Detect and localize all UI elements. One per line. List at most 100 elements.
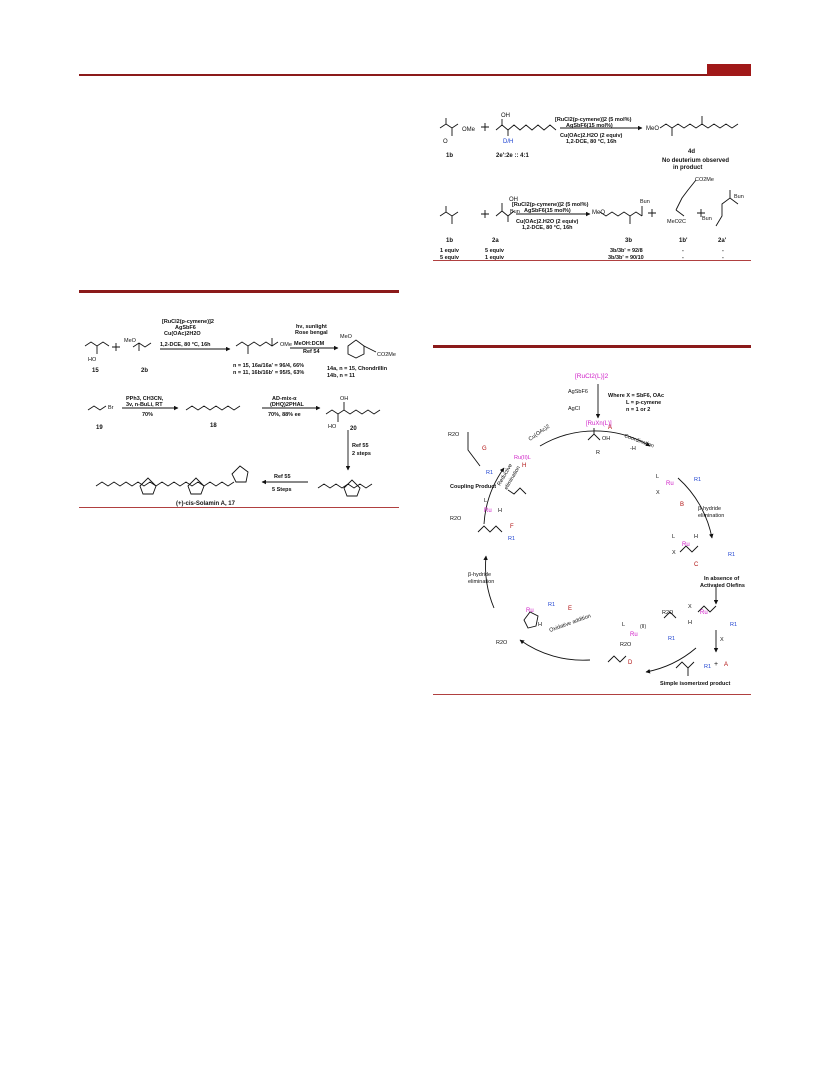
- where-line-2: L = p-cymene: [626, 400, 661, 406]
- meo-label: MeO: [646, 126, 659, 132]
- scheme-left-text: 15 HO MeO 2b [RuCl2(p-cymene)]2 AgSbF6 C…: [88, 319, 396, 507]
- r1-B: R1: [694, 477, 701, 483]
- h-C: H: [694, 534, 698, 540]
- molecule-1b: [439, 118, 459, 136]
- ad-line-2: (DHQ)2PHAL: [270, 402, 305, 408]
- co2me-label: CO2Me: [695, 177, 714, 183]
- note-1: No deuterium observed: [662, 158, 729, 164]
- label-2a: 2a: [492, 238, 499, 244]
- x-branch-2: X: [720, 637, 724, 643]
- ru-H: Ru(II)L: [514, 455, 531, 461]
- bun-label-2a2b: Bun: [702, 216, 712, 222]
- reagent-row2-1: [RuCl2(p-cymene)]2 (5 mol%): [512, 202, 589, 208]
- r2o-F: R2O: [450, 516, 462, 522]
- label-G: G: [482, 446, 487, 452]
- table-r1-b: 5 equiv: [485, 248, 505, 254]
- reagent-2: AgSbF6(15 mol%): [566, 123, 613, 129]
- h-branch: H: [688, 620, 692, 626]
- ref55-b: Ref 55: [274, 474, 291, 480]
- table-r1-c: -: [682, 248, 684, 254]
- agsbf6-label: AgSbF6: [568, 389, 588, 395]
- ho-label-15: HO: [88, 357, 97, 363]
- label-3b: 3b: [625, 238, 632, 244]
- ru-branch: Ru: [700, 610, 708, 616]
- r1-G: R1: [486, 470, 493, 476]
- label-18: 18: [210, 423, 217, 429]
- label-2b: 2b: [141, 368, 148, 374]
- molecule-2e: [495, 119, 557, 136]
- beta1b-label: elimination: [698, 513, 724, 519]
- scheme-top-right-text: OMe O OH D/H [RuCl2(p-cymene)]2 (5 mol%)…: [440, 113, 744, 261]
- label-4d: 4d: [688, 149, 695, 155]
- section-rule-left: [79, 290, 399, 293]
- co2me-label-14: CO2Me: [377, 352, 396, 358]
- table-r2-b: 1 equiv: [485, 255, 505, 261]
- r2o-D: R2O: [620, 642, 632, 648]
- meo2c-label: MeO2C: [667, 219, 686, 225]
- condition-row2-1: Cu(OAc)2.H2O (2 equiv): [516, 219, 579, 225]
- header-rule: [79, 74, 751, 76]
- o-label: O: [443, 139, 448, 145]
- h-E: H: [538, 622, 542, 628]
- condition-2: 1,2-DCE, 80 °C, 16h: [566, 139, 617, 145]
- bun-label-2a: Bun: [510, 209, 520, 215]
- active-catalyst: [RuXn(L)]: [586, 421, 612, 427]
- table-r2-d: -: [722, 255, 724, 261]
- r1-branch: R1: [730, 622, 737, 628]
- molecule-3b: [599, 206, 643, 224]
- x-C: X: [672, 550, 676, 556]
- photo-line-2: Rose bengal: [295, 330, 328, 336]
- r2o-G: R2O: [448, 432, 460, 438]
- label-1b-prime: 1b': [679, 238, 688, 244]
- reagent-row2-2: AgSbF6(15 mol%): [524, 208, 571, 214]
- photo-line-4: Ref 54: [303, 349, 320, 355]
- label-H: H: [522, 463, 526, 469]
- label-E: E: [568, 606, 572, 612]
- dh-label: D/H: [503, 139, 513, 145]
- r1-C: R1: [728, 552, 735, 558]
- coupling-label: Coupling Product: [450, 484, 496, 490]
- oh-label-2a: OH: [509, 197, 518, 203]
- label-A-simple: A: [724, 662, 728, 668]
- ad-line-3: 70%, 88% ee: [268, 412, 301, 418]
- label-2a-prime: 2a': [718, 238, 727, 244]
- label-20: 20: [350, 426, 357, 432]
- r1-simple: R1: [704, 664, 711, 670]
- condition-1: Cu(OAc)2.H2O (2 equiv): [560, 133, 623, 139]
- label-F: F: [510, 524, 514, 530]
- ho-label-20: HO: [328, 424, 337, 430]
- oh-label: OH: [501, 113, 510, 119]
- ru-F: Ru: [484, 508, 492, 514]
- ome-label-16: OMe: [280, 342, 292, 348]
- label-2e: 2e':2e :: 4:1: [496, 153, 529, 159]
- label-C: C: [694, 562, 699, 568]
- molecule-4d: [659, 116, 739, 136]
- cat-line-2: AgSbF6: [175, 325, 196, 331]
- absence-line-2: Activated Olefins: [700, 583, 745, 589]
- r2o-E: R2O: [496, 640, 508, 646]
- label-A: A: [608, 425, 612, 431]
- header-page-tag: [707, 64, 751, 76]
- label-15: 15: [92, 368, 99, 374]
- wittig-yield: 70%: [142, 412, 153, 418]
- table-r1-ratio: 3b/3b' = 92/8: [610, 248, 643, 254]
- label-1b: 1b: [446, 153, 453, 159]
- cat-line-3: Cu(OAc)2H2O: [164, 331, 201, 337]
- r-A: R: [596, 450, 600, 456]
- scheme-top-right: [439, 116, 739, 227]
- l-F: L: [484, 498, 487, 504]
- scheme-left: [84, 338, 381, 497]
- ii-D: (II): [640, 624, 646, 630]
- bun-label-2a2: Bun: [734, 194, 744, 200]
- r1-D: R1: [668, 636, 675, 642]
- meo-label-14: MeO: [340, 334, 353, 340]
- ome-label: OMe: [462, 127, 476, 133]
- x-branch: X: [688, 604, 692, 610]
- r1-E: R1: [548, 602, 555, 608]
- r1-F: R1: [508, 536, 515, 542]
- cycle-bottom-rule: [433, 694, 751, 695]
- simple-product-label: Simple isomerized product: [660, 681, 730, 687]
- molecule-1b-dimer: [675, 179, 697, 217]
- cat-line-1: [RuCl2(p-cymene)]2: [162, 319, 214, 325]
- table-r2-a: 5 equiv: [440, 255, 460, 261]
